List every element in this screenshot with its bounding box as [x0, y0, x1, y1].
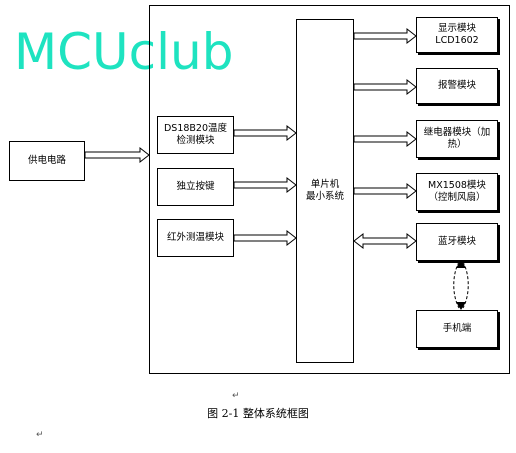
alarm-block: 报警模块	[416, 68, 498, 104]
ds18b20-label: DS18B20温度 检测模块	[163, 123, 228, 146]
lcd-label: 显示模块LCD1602	[435, 23, 479, 46]
paragraph-mark-1: ↵	[232, 391, 240, 401]
mcu-label: 单片机 最小系统	[305, 179, 344, 202]
button-label: 独立按键	[176, 181, 215, 192]
mcuclub-watermark: MCUclub	[14, 23, 234, 81]
mx1508-block: MX1508模块 （控制风扇）	[416, 173, 498, 211]
mx1508-label: MX1508模块 （控制风扇）	[428, 180, 486, 203]
mcu-block: 单片机 最小系统	[296, 19, 354, 363]
power-supply-label: 供电电路	[27, 155, 66, 166]
arrow-infrared-to-mcu	[233, 229, 297, 247]
power-supply-block: 供电电路	[9, 141, 85, 181]
arrow-mcu-to-alarm	[353, 78, 417, 96]
relay-label: 继电器模块（加 热）	[423, 127, 491, 150]
wireless-link-dashed	[453, 261, 460, 309]
wireless-arrowhead-up	[456, 260, 466, 268]
arrow-mcu-bluetooth-bidirectional	[353, 232, 417, 250]
bluetooth-block: 蓝牙模块	[416, 223, 498, 261]
relay-block: 继电器模块（加 热）	[416, 120, 498, 158]
figure-caption: 图 2-1 整体系统框图	[207, 407, 309, 420]
infrared-block: 红外测温模块	[157, 219, 234, 257]
arrow-mcu-to-mx1508	[353, 182, 417, 200]
wireless-arrowhead-down	[456, 302, 466, 310]
button-block: 独立按键	[157, 168, 234, 206]
arrow-power-to-system	[84, 146, 150, 164]
arrow-ds18b20-to-mcu	[233, 124, 297, 142]
arrow-mcu-to-relay	[353, 130, 417, 148]
paragraph-mark-2: ↵	[36, 430, 44, 440]
phone-label: 手机端	[442, 323, 472, 334]
arrow-mcu-to-lcd	[353, 27, 417, 45]
arrow-button-to-mcu	[233, 176, 297, 194]
alarm-label: 报警模块	[437, 80, 476, 91]
bluetooth-label: 蓝牙模块	[437, 236, 476, 247]
lcd-block: 显示模块LCD1602	[416, 17, 498, 53]
phone-block: 手机端	[416, 310, 498, 348]
system-frame	[149, 5, 510, 374]
infrared-label: 红外测温模块	[166, 232, 224, 243]
ds18b20-block: DS18B20温度 检测模块	[157, 116, 234, 154]
